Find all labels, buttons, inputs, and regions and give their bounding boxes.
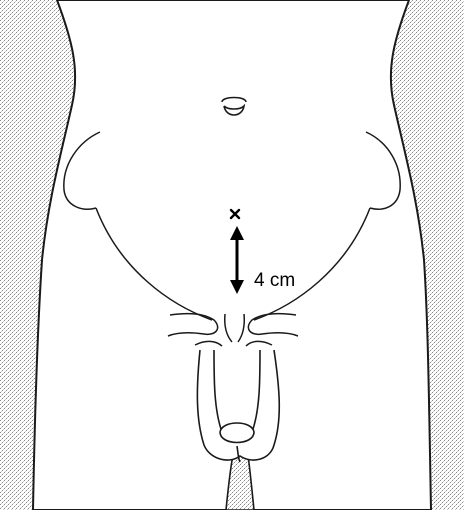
measurement-label: 4 cm <box>254 270 295 291</box>
genitalia-outline <box>197 350 279 462</box>
